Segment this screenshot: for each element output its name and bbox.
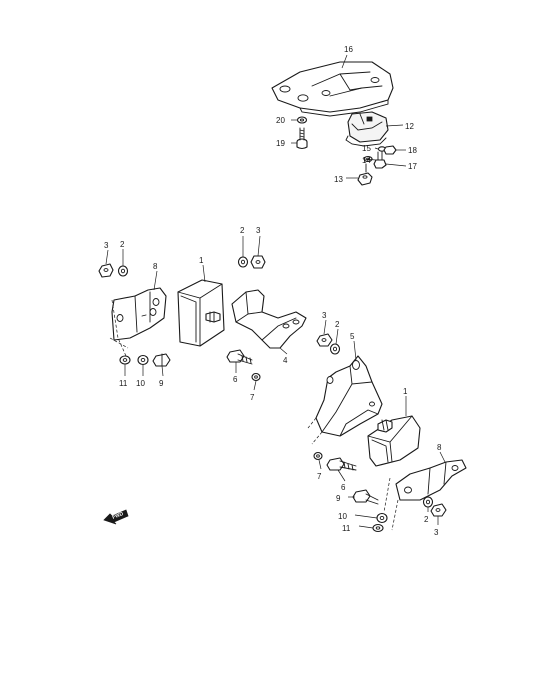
callout-c20-top: 20: [276, 116, 285, 125]
callout-c18-top: 18: [408, 146, 417, 155]
callout-c9-right: 9: [336, 494, 341, 503]
callout-c3-bottom: 3: [434, 528, 439, 537]
callout-c11-right: 11: [342, 524, 351, 533]
right-bracket-plate: [395, 459, 467, 501]
left-mount-assembly: [98, 255, 307, 382]
nut-13: [357, 172, 373, 186]
callout-c8-right: 8: [437, 443, 442, 452]
forward-arrow-icon: FWD: [103, 509, 129, 525]
callout-c19-top: 19: [276, 139, 285, 148]
callout-c1-right: 1: [403, 387, 408, 396]
callout-c5: 5: [350, 332, 355, 341]
callout-c12-top: 12: [405, 122, 414, 131]
callout-c7-right: 7: [317, 472, 322, 481]
right-mount-assembly: [307, 333, 467, 533]
callout-c1-left: 1: [199, 256, 204, 265]
nut-18: [383, 145, 397, 155]
right-bolt-9: [352, 489, 379, 505]
bolt-17: [373, 151, 387, 169]
callout-c11-left: 11: [119, 379, 128, 388]
upper-bracket-plate: [271, 61, 394, 117]
callout-c10-left: 10: [136, 379, 145, 388]
callout-c8-left: 8: [153, 262, 158, 271]
callout-c16-top: 16: [344, 45, 353, 54]
callout-c2-mid: 2: [240, 226, 245, 235]
callout-c2-left: 2: [120, 240, 125, 249]
callout-c13-top: 13: [334, 175, 343, 184]
callout-c2-bottom: 2: [424, 515, 429, 524]
callout-c3-mid: 3: [256, 226, 261, 235]
callout-c4: 4: [283, 356, 288, 365]
forward-arrow-label: FWD: [112, 511, 125, 521]
callout-c3-right: 3: [322, 311, 327, 320]
callout-c17-top: 17: [408, 162, 417, 171]
callout-c2-right: 2: [335, 320, 340, 329]
right-engine-bracket: [315, 355, 383, 437]
left-engine-bracket: [231, 289, 307, 349]
leader-lines: [105, 54, 446, 529]
callout-c10-right: 10: [338, 512, 347, 521]
callout-c3-left: 3: [104, 241, 109, 250]
top-bracket-assembly: [271, 61, 397, 186]
left-rubber-mount: [177, 279, 225, 347]
callout-c6-right: 6: [341, 483, 346, 492]
top-bolt: [296, 127, 308, 150]
callout-c7-left: 7: [250, 393, 255, 402]
right-bolt-6: [326, 457, 357, 471]
left-bracket-plate: [111, 287, 167, 341]
callout-c14-top: 14: [362, 156, 371, 165]
callout-c15-top: 15: [362, 144, 371, 153]
right-rubber-mount: [367, 415, 421, 467]
upper-rubber-mount: [345, 111, 389, 147]
callout-c6-left: 6: [233, 375, 238, 384]
left-bolt-6: [226, 349, 253, 365]
left-bolt-9: [152, 353, 171, 367]
callout-c9-left: 9: [159, 379, 164, 388]
